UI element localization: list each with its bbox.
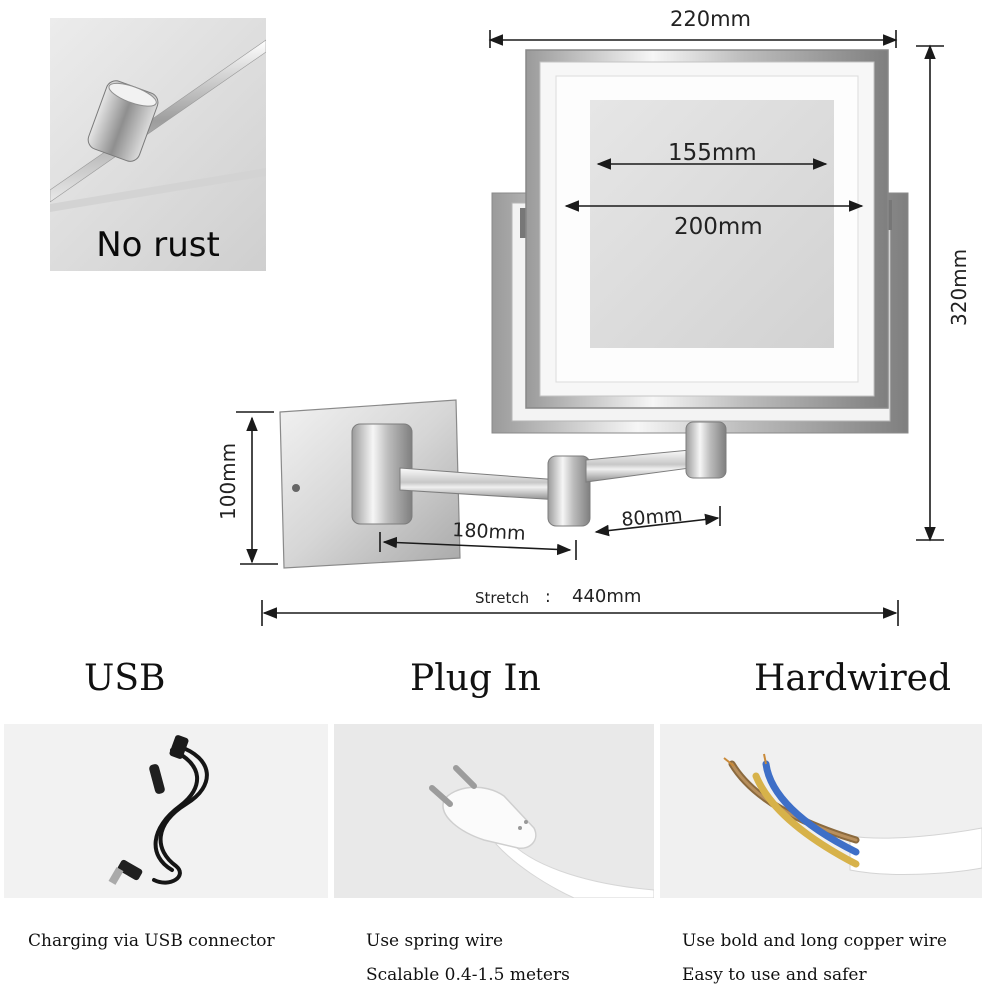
no-rust-label: No rust bbox=[96, 225, 220, 265]
dim-inner-200: 200mm bbox=[674, 214, 763, 240]
stretch-label: Stretch bbox=[475, 589, 529, 607]
dim-inner-155: 155mm bbox=[668, 140, 757, 166]
option-usb-title: USB bbox=[84, 658, 166, 699]
no-rust-callout: No rust bbox=[50, 18, 266, 271]
copper-wire-icon bbox=[723, 753, 982, 875]
dim-height-total: 320mm bbox=[947, 249, 971, 326]
swing-arm bbox=[351, 421, 727, 527]
dim-arm-180: 180mm bbox=[452, 519, 526, 545]
usb-cable-photo bbox=[4, 724, 328, 898]
hardwired-caption-1: Use bold and long copper wire bbox=[682, 931, 947, 951]
plugin-caption-1: Use spring wire bbox=[366, 931, 504, 951]
dim-arm-80: 80mm bbox=[621, 504, 684, 531]
plug-icon bbox=[429, 765, 654, 898]
dim-width-outer: 220mm bbox=[670, 7, 751, 31]
dim-base-height: 100mm bbox=[216, 443, 240, 520]
hardwired-photo bbox=[660, 724, 982, 898]
chrome-rod-photo bbox=[50, 39, 266, 212]
hardwired-caption-2: Easy to use and safer bbox=[682, 965, 867, 985]
mirror-front bbox=[525, 49, 889, 409]
stretch-separator: : bbox=[545, 587, 551, 607]
usb-caption-1: Charging via USB connector bbox=[28, 931, 275, 951]
dimension-lines bbox=[236, 30, 944, 626]
stretch-value: 440mm bbox=[572, 586, 641, 607]
option-hardwired-title: Hardwired bbox=[754, 658, 951, 699]
plug-photo bbox=[334, 724, 654, 898]
usb-cable-icon bbox=[108, 735, 209, 885]
option-plugin-title: Plug In bbox=[410, 658, 541, 699]
plugin-caption-2: Scalable 0.4-1.5 meters bbox=[366, 965, 570, 985]
mirror-glass bbox=[590, 100, 834, 348]
